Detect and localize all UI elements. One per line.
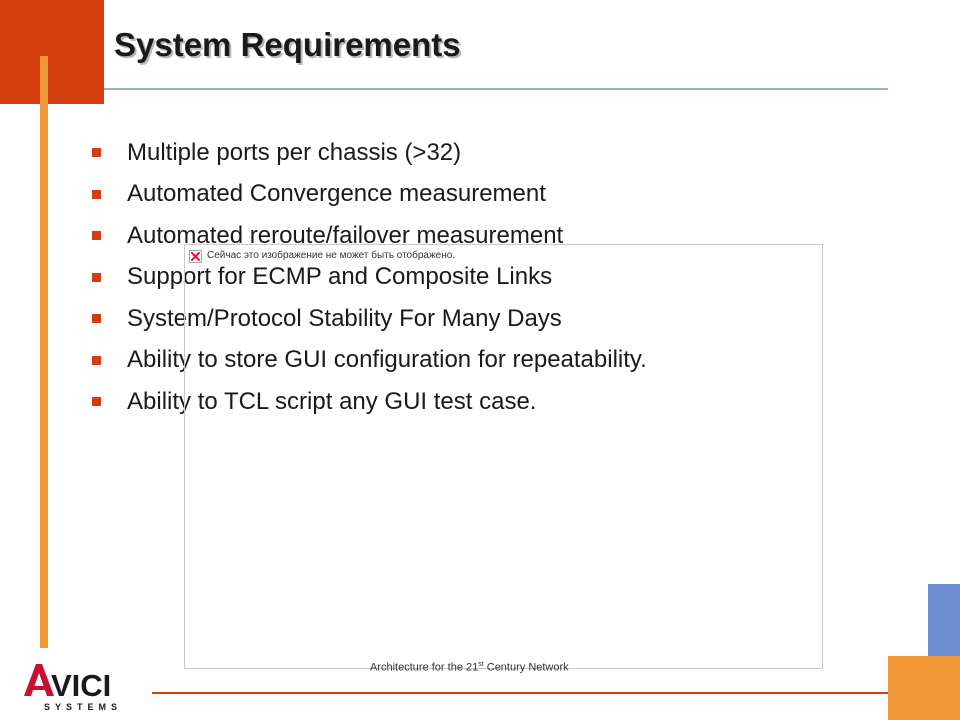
bullet-square-icon [92,314,101,324]
bullet-item: System/Protocol Stability For Many Days [92,298,647,340]
bullet-square-icon [92,189,101,199]
footer-suffix: Century Network [483,661,569,674]
bullet-item: Support for ECMP and Composite Links [92,257,647,299]
bullet-text: Automated Convergence measurement [127,180,546,208]
bullet-text: System/Protocol Stability For Many Days [127,304,562,332]
bullet-item: Ability to store GUI configuration for r… [92,340,647,382]
bullet-text: Ability to TCL script any GUI test case. [127,387,537,415]
logo-wordmark: VICI [51,668,111,703]
bullet-text: Ability to store GUI configuration for r… [127,346,647,374]
bullet-square-icon [92,148,101,158]
footer-prefix: Architecture for the 21 [370,661,479,674]
bullet-text: Support for ECMP and Composite Links [127,263,553,291]
left-orange-bar [40,56,48,648]
footer-superscript: st [478,661,484,668]
bullet-text: Multiple ports per chassis (>32) [127,138,462,166]
title-divider [104,88,888,90]
bullet-square-icon [92,397,101,407]
broken-image-placeholder: Сейчас это изображение не может быть ото… [184,244,823,669]
bullet-square-icon [92,231,101,241]
footer-divider [152,692,928,694]
logo-subtitle: SYSTEMS [44,702,122,712]
logo-a-mark [24,664,54,696]
slide-title: System Requirements [114,26,461,63]
avici-logo: VICI SYSTEMS [24,664,122,712]
bullet-square-icon [92,272,101,282]
corner-orange-block [888,656,960,720]
bullet-item: Ability to TCL script any GUI test case. [92,381,647,423]
bullet-list: Multiple ports per chassis (>32) Automat… [92,132,647,423]
footer-caption: Architecture for the 21st Century Networ… [370,661,569,674]
bullet-item: Multiple ports per chassis (>32) [92,132,647,174]
corner-blue-block [928,584,960,656]
bullet-square-icon [92,355,101,365]
corner-red-block [0,0,104,104]
bullet-item: Automated Convergence measurement [92,174,647,216]
broken-image-icon [189,250,202,263]
broken-image-caption: Сейчас это изображение не может быть ото… [207,250,456,261]
